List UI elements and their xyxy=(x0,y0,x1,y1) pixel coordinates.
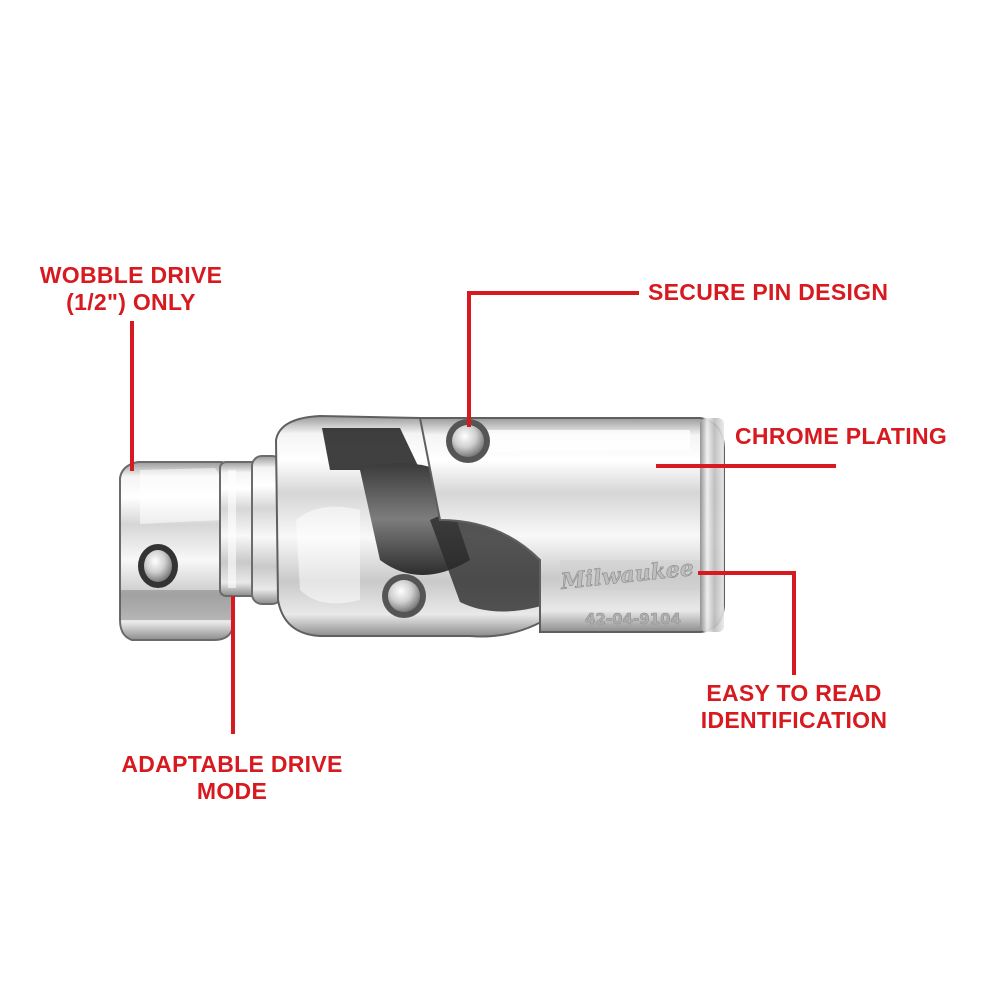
callout-adaptable-drive-line1: ADAPTABLE DRIVE xyxy=(121,751,343,777)
square-drive-head xyxy=(119,461,233,641)
socket-barrel xyxy=(418,417,725,633)
callout-line-chrome-plating xyxy=(656,464,836,468)
callout-easy-read: EASY TO READ IDENTIFICATION xyxy=(680,680,908,734)
callout-line-easy-read-horizontal xyxy=(698,571,796,575)
callout-adaptable-drive: ADAPTABLE DRIVE MODE xyxy=(104,751,360,805)
callout-line-wobble-drive xyxy=(130,321,134,471)
callout-line-easy-read-vertical xyxy=(792,571,796,675)
callout-easy-read-line2: IDENTIFICATION xyxy=(700,707,888,733)
callout-adaptable-drive-line2: MODE xyxy=(196,778,268,804)
callout-secure-pin: SECURE PIN DESIGN xyxy=(648,279,912,306)
callout-wobble-drive-line1: WOBBLE DRIVE xyxy=(39,262,223,288)
callout-wobble-drive: WOBBLE DRIVE (1/2") ONLY xyxy=(22,262,240,316)
callout-easy-read-line1: EASY TO READ xyxy=(706,680,882,706)
callout-chrome-plating-text: CHROME PLATING xyxy=(735,423,948,449)
detent-ball xyxy=(138,544,178,588)
part-number-engraving: 42-04-9104 xyxy=(585,610,681,628)
callout-line-secure-pin-horizontal xyxy=(467,291,639,295)
callout-secure-pin-text: SECURE PIN DESIGN xyxy=(648,279,889,305)
drive-collar xyxy=(219,455,283,605)
callout-line-secure-pin-vertical xyxy=(467,291,471,427)
secure-pin-top xyxy=(446,419,490,463)
callout-chrome-plating: CHROME PLATING xyxy=(735,423,967,450)
secure-pin-bottom xyxy=(382,574,426,618)
callout-line-adaptable-drive xyxy=(231,596,235,734)
callout-wobble-drive-line2: (1/2") ONLY xyxy=(66,289,196,315)
